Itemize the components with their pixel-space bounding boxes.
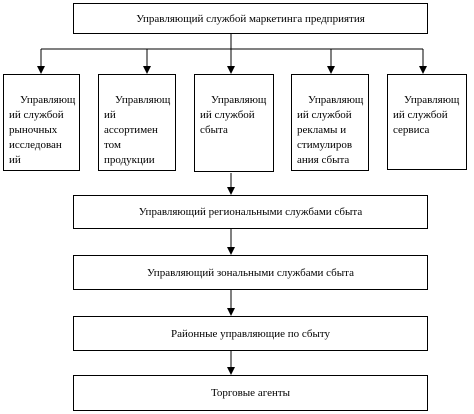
- zonal-sales-box: Управляющий зональными службами сбыта: [73, 255, 428, 290]
- market-research-box: Управляющ ий службой рыночных исследован…: [3, 74, 80, 171]
- zonal-sales-label: Управляющий зональными службами сбыта: [146, 266, 354, 279]
- district-managers-label: Районные управляющие по сбыту: [170, 327, 331, 340]
- sales-service-box: Управляющ ий службой сбыта: [194, 74, 274, 172]
- advertising-label: Управляющ ий службой рекламы и стимулиро…: [297, 94, 364, 166]
- advertising-box: Управляющ ий службой рекламы и стимулиро…: [291, 74, 369, 171]
- assortment-label: Управляющ ий ассортимен том продукции: [104, 94, 171, 166]
- market-research-label: Управляющ ий службой рыночных исследован…: [9, 94, 76, 166]
- sales-agents-label: Торговые агенты: [210, 387, 291, 399]
- customer-service-box: Управляющ ий службой сервиса: [387, 74, 467, 170]
- district-managers-box: Районные управляющие по сбыту: [73, 316, 428, 351]
- regional-sales-box: Управляющий региональными службами сбыта: [73, 195, 428, 229]
- marketing-director-box: Управляющий службой маркетинга предприят…: [73, 3, 428, 34]
- sales-service-label: Управляющ ий службой сбыта: [200, 94, 267, 136]
- marketing-director-label: Управляющий службой маркетинга предприят…: [136, 12, 365, 25]
- assortment-box: Управляющ ий ассортимен том продукции: [98, 74, 176, 171]
- customer-service-label: Управляющ ий службой сервиса: [393, 94, 460, 136]
- regional-sales-label: Управляющий региональными службами сбыта: [138, 206, 363, 218]
- sales-agents-box: Торговые агенты: [73, 375, 428, 411]
